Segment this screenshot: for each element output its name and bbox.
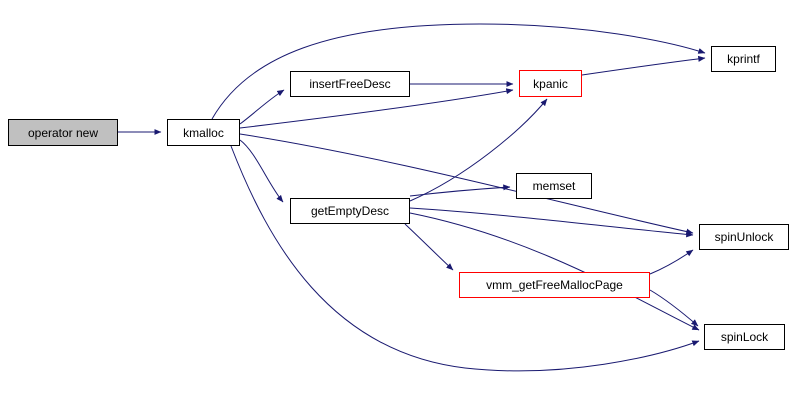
edge-getEmptyDesc-to-vmm_getFreeMallocPage — [404, 223, 454, 271]
edge-kmalloc-to-insertFreeDesc — [239, 89, 285, 125]
edge-kmalloc-to-spinLock — [230, 145, 700, 372]
node-insertFreeDesc[interactable]: insertFreeDesc — [290, 71, 410, 97]
edge-kpanic-to-kprintf — [581, 55, 706, 76]
edge-kmalloc-to-kprintf — [211, 23, 706, 120]
edge-getEmptyDesc-to-spinUnlock — [409, 207, 694, 238]
edge-kmalloc-to-spinUnlock — [239, 133, 694, 235]
node-memset[interactable]: memset — [516, 173, 592, 199]
edge-vmm_getFreeMallocPage-to-spinLock — [649, 289, 699, 327]
edge-kmalloc-to-getEmptyDesc — [239, 139, 284, 203]
node-kpanic[interactable]: kpanic — [519, 70, 582, 97]
node-spinUnlock[interactable]: spinUnlock — [699, 224, 789, 250]
node-operator-new[interactable]: operator new — [8, 119, 118, 146]
edge-getEmptyDesc-to-kpanic — [409, 98, 548, 202]
edge-kmalloc-to-kpanic — [239, 88, 514, 129]
node-spinLock[interactable]: spinLock — [704, 324, 785, 350]
edge-getEmptyDesc-to-memset — [409, 184, 511, 197]
node-getEmptyDesc[interactable]: getEmptyDesc — [290, 198, 410, 224]
node-vmm_getFreeMallocPage[interactable]: vmm_getFreeMallocPage — [459, 272, 650, 298]
edge-vmm_getFreeMallocPage-to-spinUnlock — [649, 249, 694, 275]
node-kmalloc[interactable]: kmalloc — [167, 119, 240, 146]
edge-getEmptyDesc-to-spinLock — [409, 212, 700, 331]
node-kprintf[interactable]: kprintf — [711, 46, 776, 72]
